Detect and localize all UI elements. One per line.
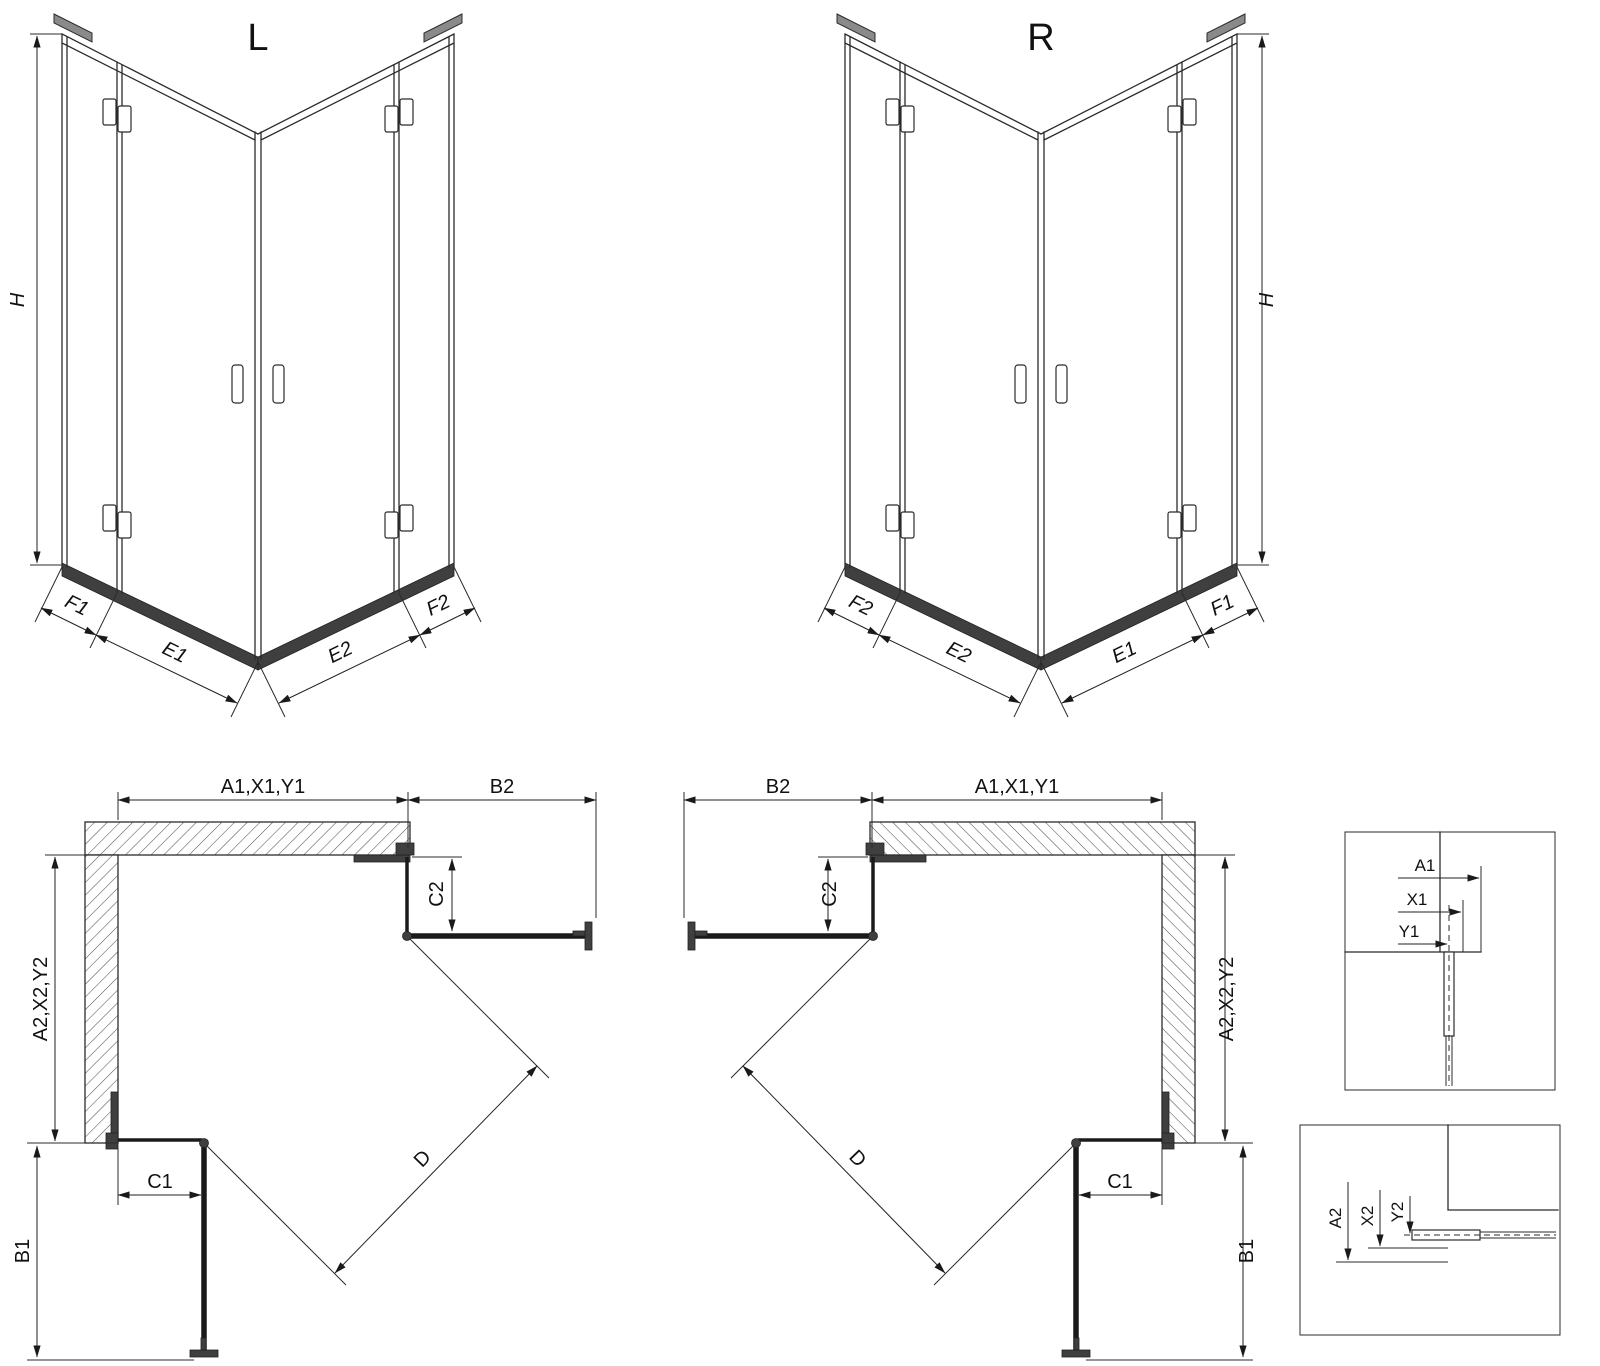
dim-label-e1-right: E1	[1109, 637, 1141, 667]
dim-label-f2-left: F2	[423, 591, 454, 621]
view-title-right: R	[1027, 17, 1054, 59]
detail-label-x2: X2	[1358, 1206, 1377, 1227]
dim-label-c2-planL: C2	[426, 881, 448, 907]
dim-label-f1-right: F1	[1207, 591, 1238, 621]
detail-label-a1: A1	[1415, 856, 1436, 875]
dim-label-h-right: H	[1256, 292, 1278, 307]
right-3d-view: R H F2 E2 E1 F1	[818, 14, 1278, 717]
dim-label-e2-left: E2	[325, 637, 357, 667]
dim-label-b2-planR: B2	[766, 776, 790, 798]
dim-label-f2-right: F2	[845, 591, 876, 621]
dim-label-d-planL: D	[410, 1146, 436, 1172]
dim-label-h-left: H	[7, 292, 29, 307]
dim-label-a1x1y1-planR: A1,X1,Y1	[975, 776, 1060, 798]
dim-label-c1-planR: C1	[1107, 1171, 1133, 1193]
dim-label-a2x2y2-planR: A2,X2,Y2	[1216, 957, 1238, 1042]
detail-view-top: A1 X1 Y1	[1344, 831, 1556, 1091]
dim-label-a2x2y2-planL: A2,X2,Y2	[30, 957, 52, 1042]
detail-label-x1: X1	[1407, 890, 1428, 909]
view-title-left: L	[247, 17, 268, 59]
dim-label-f1-left: F1	[61, 591, 92, 621]
left-3d-view: L H F1 E1 E2 F2	[7, 14, 481, 717]
dim-label-a1x1y1-planL: A1,X1,Y1	[221, 776, 306, 798]
dim-label-c2-planR: C2	[819, 881, 841, 907]
dim-label-b1-planR: B1	[1236, 1239, 1258, 1263]
detail-label-y1: Y1	[1399, 922, 1420, 941]
detail-label-a2: A2	[1326, 1208, 1345, 1229]
dim-label-c1-planL: C1	[147, 1171, 173, 1193]
dim-label-e1-left: E1	[159, 637, 191, 667]
dim-label-b2-planL: B2	[490, 776, 514, 798]
detail-label-y2: Y2	[1388, 1202, 1407, 1223]
dim-label-d-planR: D	[844, 1146, 870, 1172]
right-plan-view: B2 A1,X1,Y1 C2 A2,X2,Y2 B1 C1 D	[684, 776, 1258, 1360]
dim-label-e2-right: E2	[943, 637, 975, 667]
detail-view-bottom: A2 X2 Y2	[1299, 1124, 1561, 1336]
left-plan-view: A1,X1,Y1 B2 C2 A2,X2,Y2 B1 C1 D	[12, 776, 596, 1360]
dim-label-b1-planL: B1	[12, 1239, 34, 1263]
